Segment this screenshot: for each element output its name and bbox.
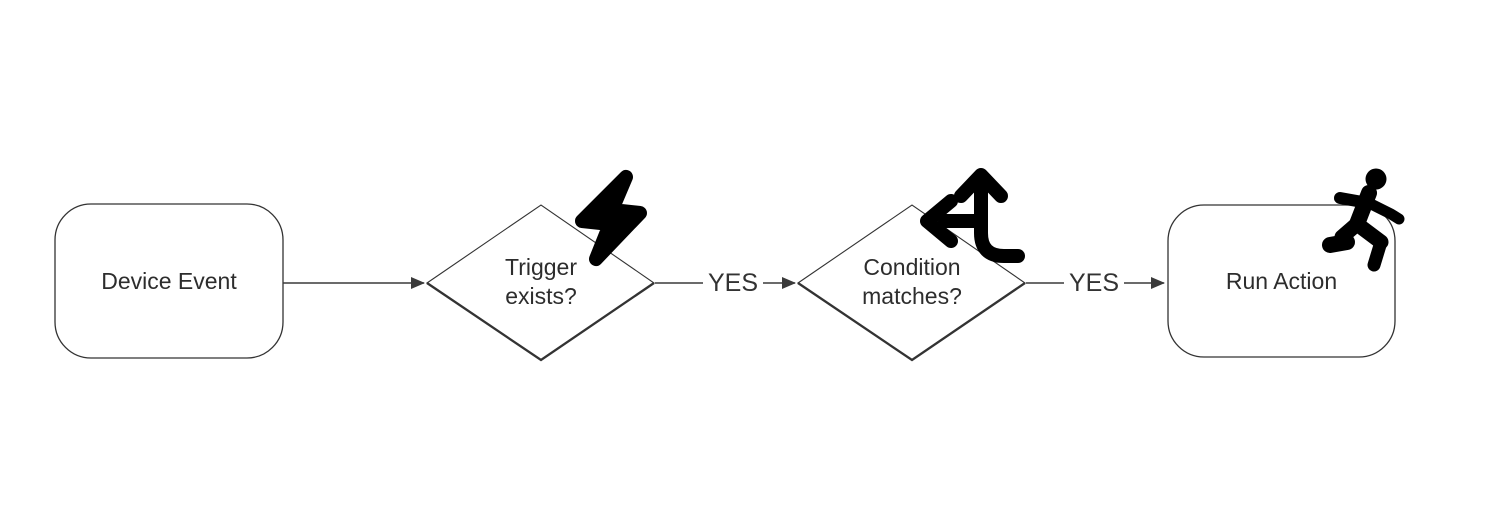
- edge-label-yes-2: YES: [1068, 268, 1120, 297]
- lightning-bolt-icon: [575, 170, 647, 266]
- node-condition-matches: [797, 204, 1026, 362]
- node-label-trigger-exists: Trigger exists?: [505, 254, 577, 309]
- directions-fork-icon: [920, 168, 1025, 263]
- node-label-run-action: Run Action: [1225, 267, 1338, 294]
- node-device-event: [54, 203, 284, 359]
- edge-label-yes-1: YES: [707, 268, 759, 297]
- node-label-condition-matches: Condition matches?: [862, 254, 962, 309]
- node-label-device-event: Device Event: [101, 267, 237, 294]
- node-trigger-exists: [426, 204, 655, 362]
- person-running-icon: [1322, 168, 1405, 272]
